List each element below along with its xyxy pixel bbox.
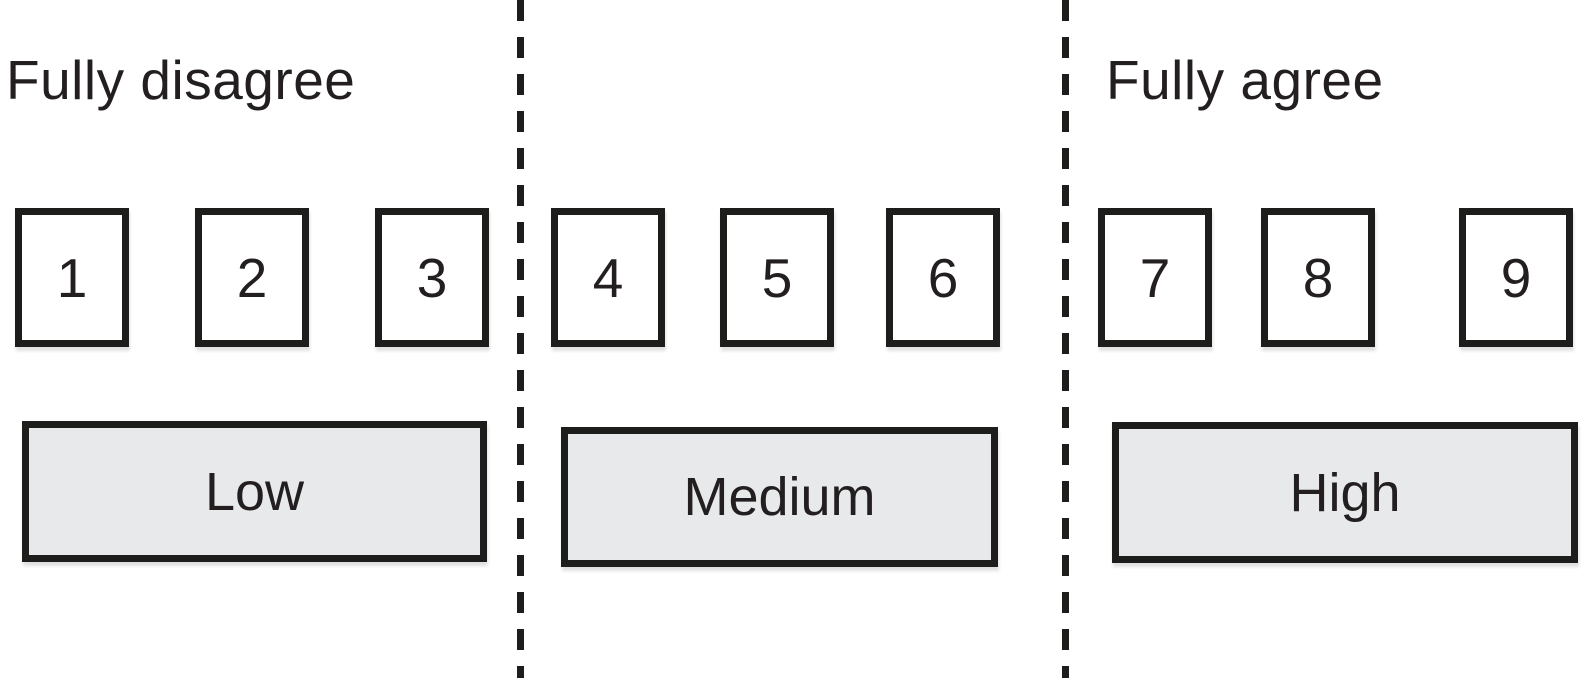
divider-dashed-line-left [517, 0, 524, 678]
scale-point-box-3[interactable]: 3 [375, 208, 489, 347]
scale-point-box-5[interactable]: 5 [720, 208, 834, 347]
scale-point-box-8[interactable]: 8 [1261, 208, 1375, 347]
divider-dashed-line-right [1062, 0, 1069, 678]
scale-point-box-2[interactable]: 2 [195, 208, 309, 347]
category-box-low: Low [22, 421, 487, 562]
scale-point-box-9[interactable]: 9 [1459, 208, 1573, 347]
scale-point-box-4[interactable]: 4 [551, 208, 665, 347]
scale-point-box-6[interactable]: 6 [886, 208, 1000, 347]
anchor-label-fully-disagree: Fully disagree [6, 49, 356, 111]
category-box-medium: Medium [561, 427, 998, 567]
scale-point-box-7[interactable]: 7 [1098, 208, 1212, 347]
category-box-high: High [1112, 422, 1578, 563]
anchor-label-fully-agree: Fully agree [1106, 49, 1384, 111]
scale-point-box-1[interactable]: 1 [15, 208, 129, 347]
